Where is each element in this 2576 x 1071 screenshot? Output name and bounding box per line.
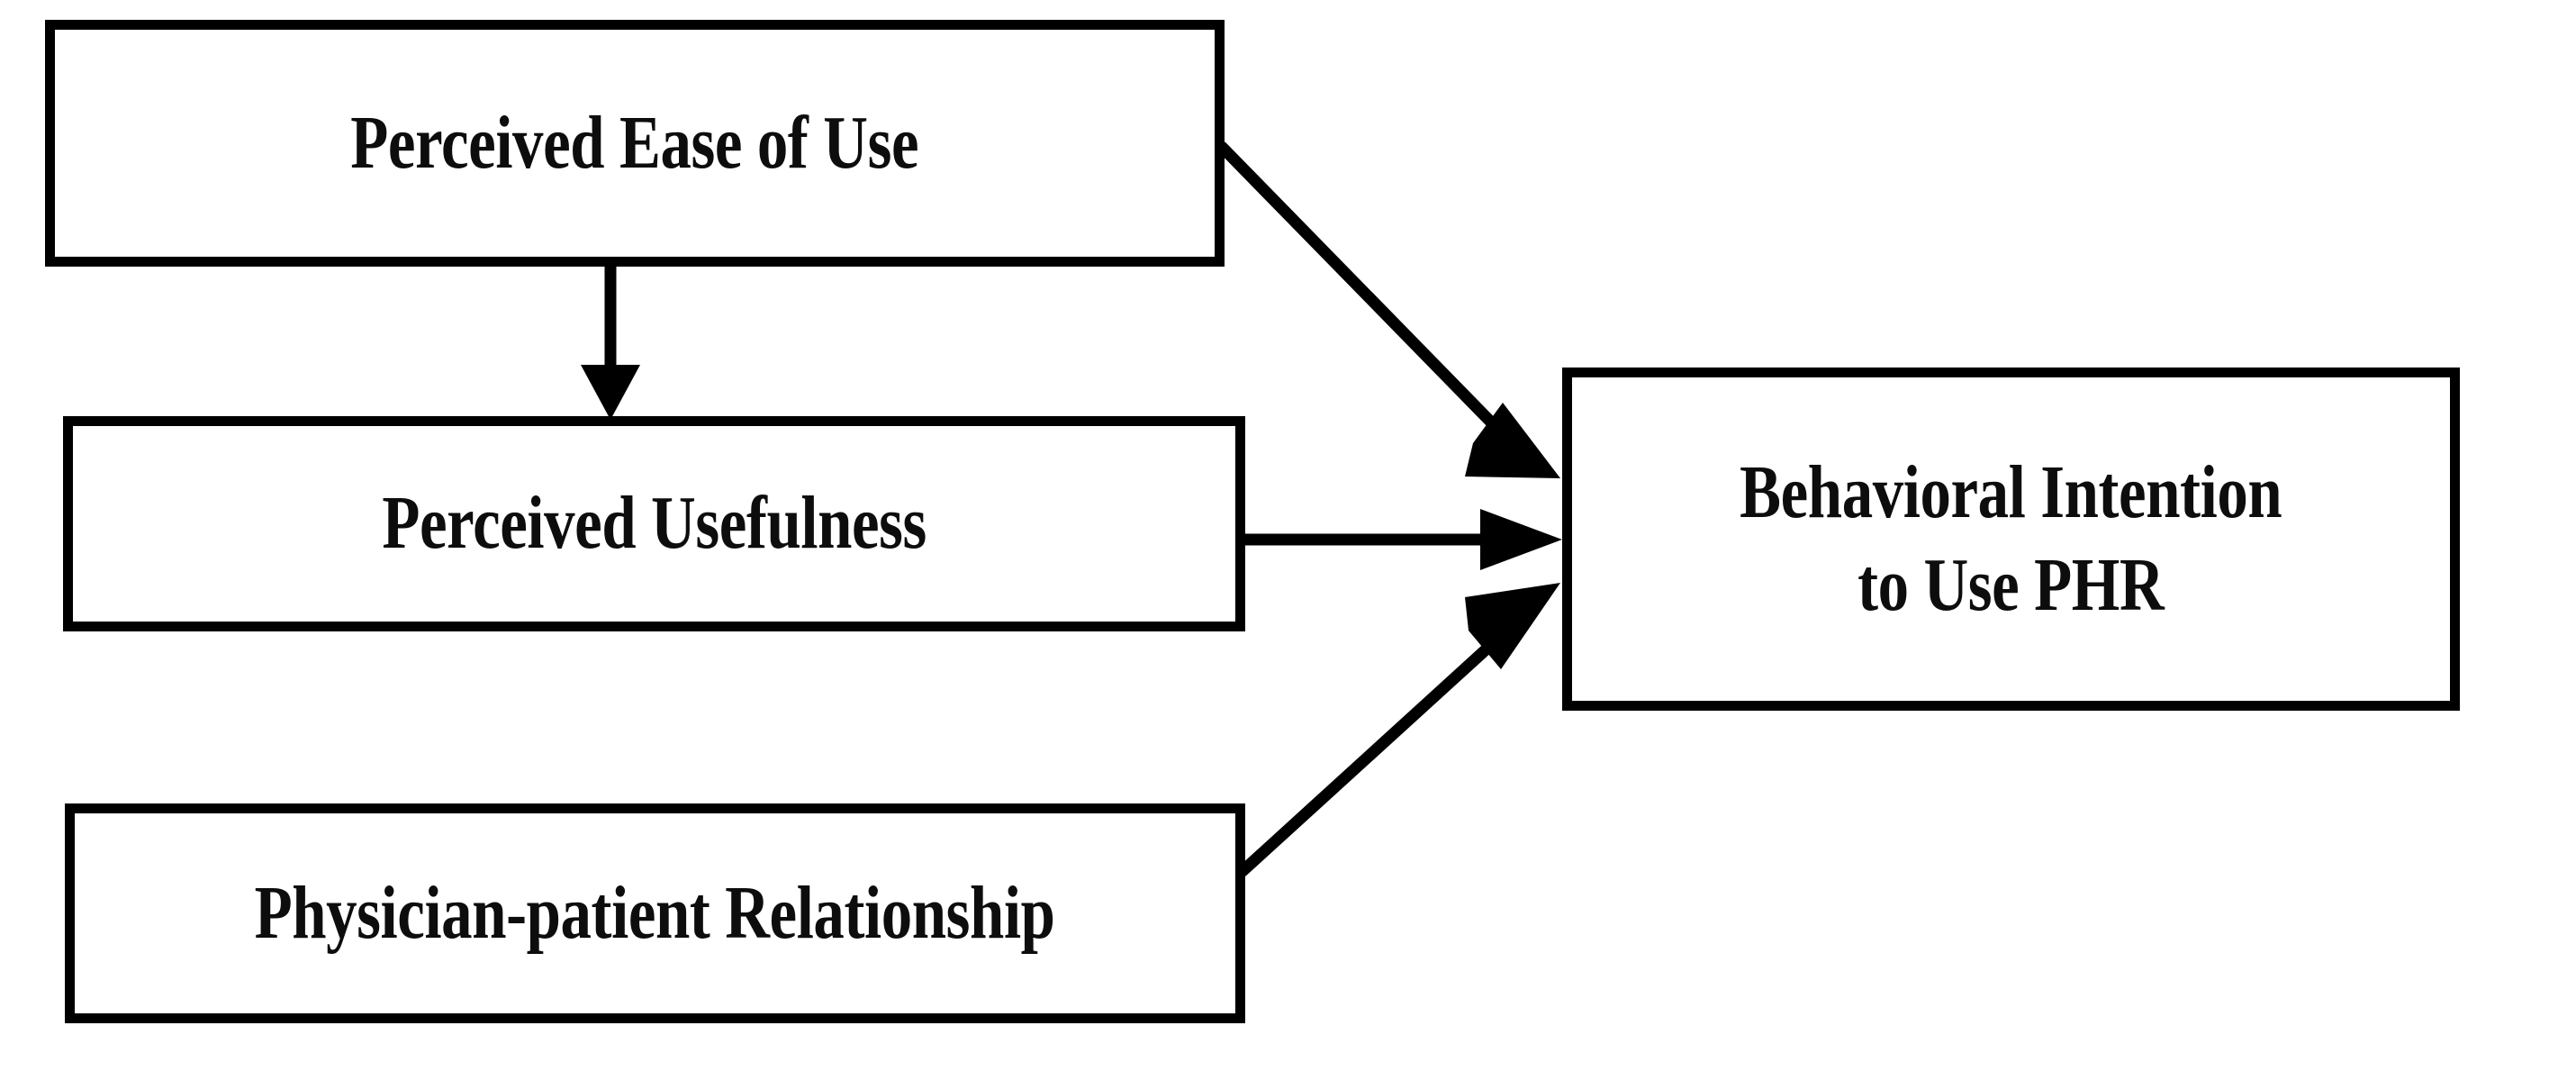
node-physician-patient-relationship[interactable]: Physician-patient Relationship — [65, 803, 1245, 1023]
arrow-ease-of-use-to-usefulness — [581, 261, 640, 420]
node-behavioral-intention[interactable]: Behavioral Intention to Use PHR — [1562, 368, 2460, 711]
node-label-perceived-ease-of-use: Perceived Ease of Use — [350, 100, 919, 185]
node-label-behavioral-intention: Behavioral Intention to Use PHR — [1740, 450, 2282, 627]
node-label-physician-patient-relationship: Physician-patient Relationship — [254, 870, 1055, 955]
arrow-ease-of-use-to-behavioral-intention — [1216, 141, 1560, 478]
arrow-usefulness-to-behavioral-intention — [1242, 509, 1562, 570]
node-perceived-ease-of-use[interactable]: Perceived Ease of Use — [45, 20, 1225, 267]
node-label-perceived-usefulness: Perceived Usefulness — [382, 481, 926, 566]
node-perceived-usefulness[interactable]: Perceived Usefulness — [63, 416, 1245, 631]
arrow-relationship-to-behavioral-intention — [1237, 583, 1560, 876]
